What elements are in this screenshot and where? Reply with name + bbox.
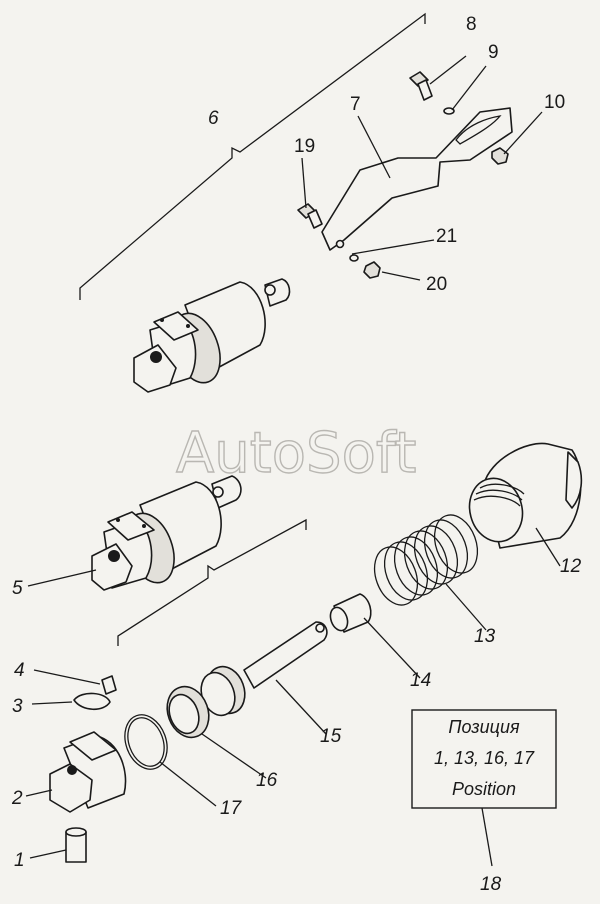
callout-7: 7: [350, 94, 361, 115]
callout-17: 17: [220, 798, 243, 819]
spring-13: [373, 514, 479, 606]
head-2: [49, 731, 127, 813]
leader-lines: [25, 55, 561, 867]
cylinder-cap-12: [468, 442, 583, 549]
nut-10: [491, 147, 509, 165]
note-line-2: 1, 13, 16, 17: [434, 748, 535, 768]
callout-labels: 8 9 10 6 7 19 21 20 5 12 13 14 15 16 17 …: [11, 14, 582, 895]
pin-4: [101, 675, 117, 695]
bolt-19: [297, 203, 323, 229]
o-ring-17: [124, 714, 168, 770]
callout-21: 21: [436, 226, 457, 247]
seal-16: [166, 685, 210, 739]
callout-9: 9: [488, 42, 499, 63]
watermark: AutoSoft: [176, 421, 417, 486]
callout-20: 20: [426, 274, 447, 295]
gasket-3: [73, 692, 111, 711]
note-line-1: Позиция: [448, 717, 520, 737]
callout-3: 3: [12, 696, 23, 717]
callout-19: 19: [294, 136, 315, 157]
sleeve-1: [65, 827, 87, 863]
bracket-plate-7: [321, 107, 513, 251]
note-line-3: Position: [452, 779, 516, 799]
callout-18: 18: [480, 874, 502, 895]
cylinder-assembly-5: [91, 475, 242, 591]
assembly-bracket-6: [79, 12, 426, 300]
callout-5: 5: [12, 578, 23, 599]
callout-1: 1: [14, 850, 25, 871]
callout-14: 14: [410, 670, 431, 691]
bushing-14: [329, 593, 372, 633]
callout-8: 8: [466, 14, 477, 35]
position-note-box: Позиция 1, 13, 16, 17 Position: [411, 709, 557, 809]
nut-20: [363, 261, 381, 279]
callout-10: 10: [544, 92, 565, 113]
callout-4: 4: [14, 660, 25, 681]
assembly-bracket-lower: [117, 518, 307, 646]
bolt-8: [409, 71, 433, 101]
washer-21: [349, 254, 359, 262]
callout-2: 2: [11, 788, 23, 809]
washer-9: [443, 107, 455, 115]
callout-6: 6: [208, 108, 219, 129]
cylinder-assembly-top: [133, 278, 291, 393]
callout-12: 12: [560, 556, 582, 577]
callout-16: 16: [256, 770, 278, 791]
callout-13: 13: [474, 626, 496, 647]
callout-15: 15: [320, 726, 342, 747]
piston-rod-15: [200, 621, 328, 717]
